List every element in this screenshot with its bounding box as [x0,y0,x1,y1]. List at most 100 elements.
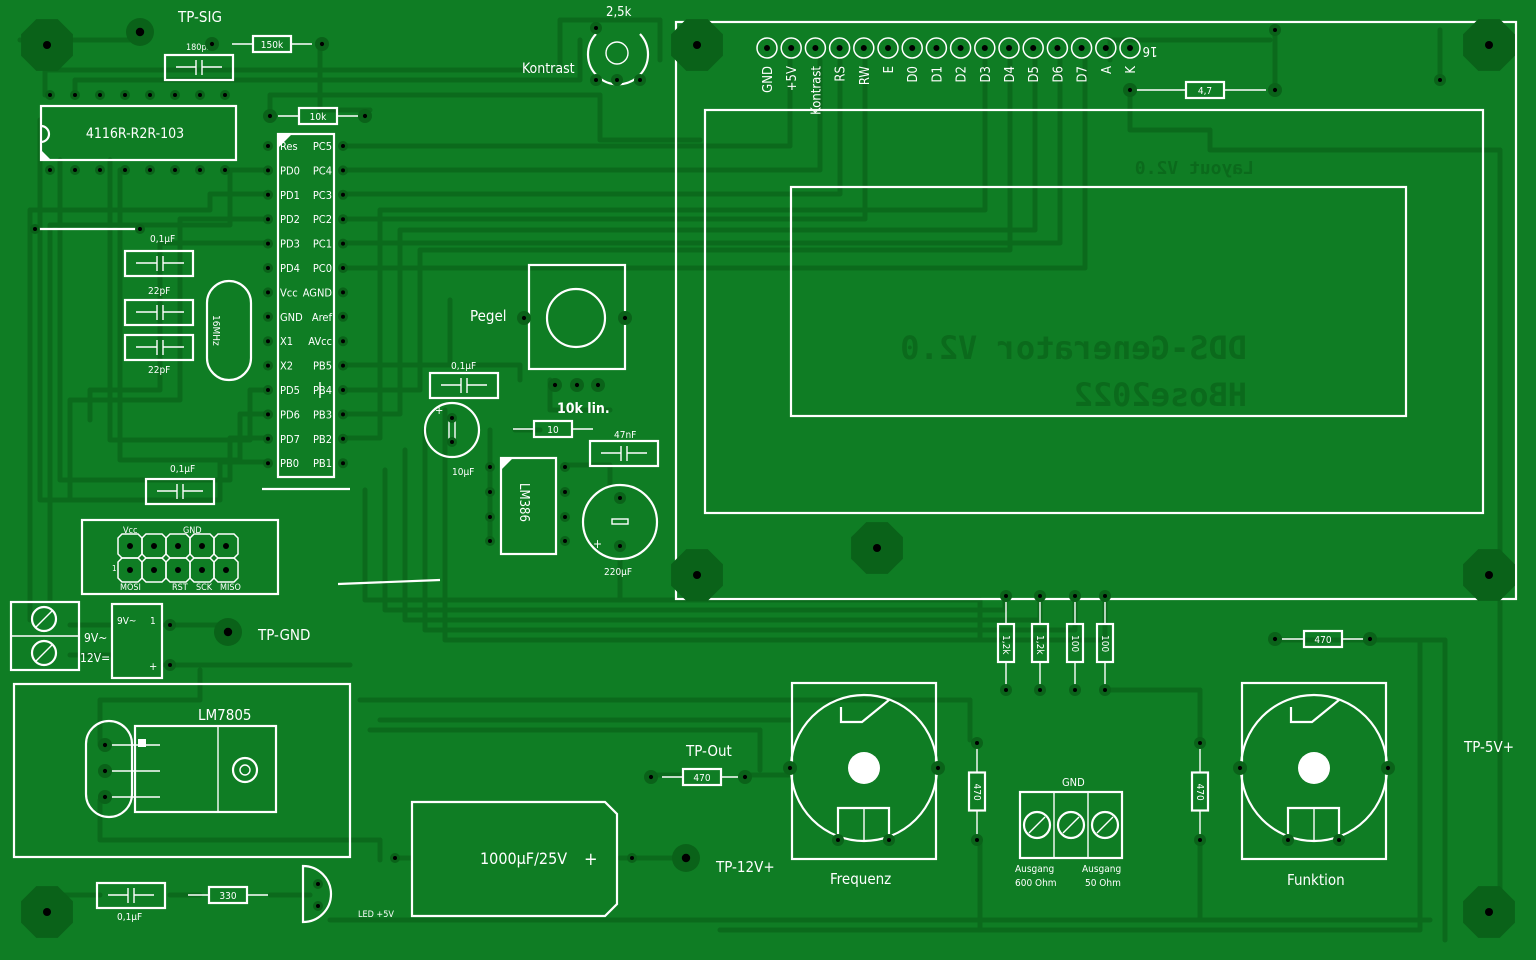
cap-1000uf-label: 1000µF/25V [480,849,567,868]
r2r-network: 4116R-R2R-103 [39,104,238,162]
cap-01uf-c-label: 0,1µF [170,464,195,475]
solder-pad [447,437,457,447]
cap-01uf-a-label: 0,1µF [150,234,175,245]
mcu-pin-label: Res [280,140,298,153]
solder-pad [263,458,273,469]
svg-text:1: 1 [150,616,156,627]
mirror-title-text: DDS-Generator V2.0 [900,329,1247,367]
solder-pad [390,853,400,863]
solder-pad [832,834,844,846]
frequenz-label: Frequenz [830,870,891,888]
isp-pin-outline [189,557,215,583]
resistor-body [967,771,987,812]
mcu-pin-label: Vcc [280,286,298,299]
solder-pad [517,311,531,325]
lcd-pin-hole [957,45,964,51]
resistor-label: 470 [971,784,982,801]
solder-pad [338,311,348,322]
svg-text:GND: GND [183,526,202,536]
lcd-pin-hole [860,45,867,51]
res-4-7-label: 4,7 [1198,86,1212,97]
ausgang-600-line1: Ausgang [1015,864,1054,875]
solder-pad [263,141,273,151]
solder-pad [548,378,562,392]
lcd-viewing-area [789,185,1408,418]
solder-pad [560,536,570,546]
mcu-pin-label: X1 [280,335,293,348]
res-10-label: 10 [547,425,559,436]
svg-text:+: + [435,404,443,417]
solder-pad [1268,83,1282,97]
solder-pad [560,512,570,522]
lcd-pin-label: D0 [906,66,921,82]
led-group: 0,1µF 330 LED +5V [95,864,394,924]
svg-text:MOSI: MOSI [120,583,141,593]
mcu-pin-label: PB4 [313,384,332,397]
mcu-pin-label: PC3 [313,189,332,202]
resistor-label: 100 [1069,635,1080,652]
pegel-label: Pegel [470,307,507,325]
solder-pad [738,770,752,784]
solder-pad [1233,761,1247,775]
solder-pad [220,165,230,175]
tp-5v-label: TP-5V+ [1463,738,1514,756]
cap-180pf-outline [163,53,235,82]
solder-pad [338,263,348,273]
solder-pad [1194,737,1206,749]
lcd-pin-hole [836,45,843,51]
solder-pad [98,790,112,804]
svg-text:9V~: 9V~ [117,616,136,627]
mounting-holes [21,19,1515,938]
lcd-pin-hole [909,45,916,51]
isp-pin-hole [223,543,229,549]
mcu-pin-label: PB3 [313,408,332,421]
solder-pad [263,238,273,249]
solder-pad [1333,834,1345,846]
svg-text:1: 1 [112,564,117,573]
solder-pad [591,378,605,392]
solder-pad [45,165,55,175]
solder-pad [1034,684,1046,696]
power-input: 9V~ 1 + 9V~ 12V= TP-GND [9,600,310,680]
kontrast-label: Kontrast [522,61,575,77]
solder-pad [263,409,273,420]
solder-pad [1269,24,1281,36]
funktion-label: Funktion [1287,871,1345,889]
cap-220uf-label: 220µF [604,567,632,578]
audio-amp: 0,1µF 10k lin. + 10µF 10 47nF LM386 + 22… [423,361,660,578]
mounting-hole-center [693,571,701,579]
solder-pad [1069,684,1081,696]
solder-pad [135,224,145,234]
solder-pad [614,540,626,552]
ausgang-600-line2: 600 Ohm [1015,878,1057,889]
lcd-pin-ring [853,37,875,59]
solder-pad [883,834,895,846]
solder-pad [338,433,348,444]
lcd-pin-label: D3 [979,66,994,82]
lcd-pin-label: D5 [1027,66,1042,82]
cap-10uf-label: 10µF [452,467,474,478]
lcd-pin-hole [1078,45,1085,51]
mounting-hole-center [1485,908,1493,916]
solder-pad [1363,632,1377,646]
solder-pad [971,834,983,846]
isp-pin-outline [165,557,191,583]
power-dc-label: 12V= [80,651,110,665]
r2r-outline [39,104,238,162]
cap-01uf-d-label: 0,1µF [117,912,142,923]
led-label: LED +5V [358,910,394,920]
mcu-pin-label: AVcc [308,335,332,348]
svg-text:+: + [584,849,598,870]
mounting-hole-center [1485,571,1493,579]
lcd-pin-hole [1030,45,1037,51]
solder-pad [1000,684,1012,696]
solder-pad [1282,834,1294,846]
res-150k-label: 150k [261,40,284,51]
solder-pad [195,90,205,100]
lcd-pin-ring [949,37,972,59]
lcd-pin-hole [764,45,770,51]
tp-sig-label: TP-SIG [177,8,222,26]
isp-pin-outline [213,557,239,583]
poti-2k5-label: 2,5k [606,5,632,20]
resistor-label: 1,2k [1034,635,1045,655]
